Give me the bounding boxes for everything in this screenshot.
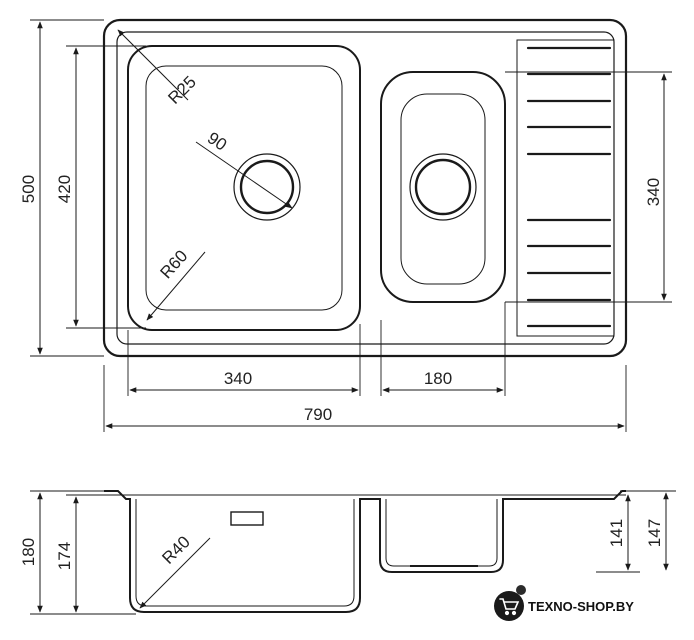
- watermark-text: TEXNO-SHOP.BY: [528, 599, 634, 614]
- leader-r25: [117, 29, 189, 101]
- side-extension-lines: [30, 490, 676, 615]
- main-bowl-inner: [145, 65, 343, 311]
- logo-circle: [494, 591, 524, 621]
- label-180: 180: [424, 369, 452, 388]
- label-420: 420: [55, 175, 74, 203]
- leader-r40: [139, 537, 211, 609]
- side-profile-wall-small: [385, 499, 498, 567]
- main-bowl-outer: [127, 45, 361, 331]
- label-174: 174: [55, 542, 74, 570]
- top-view: 500 420 340 180 790 340 R25 90 R60: [19, 18, 672, 432]
- label-500: 500: [19, 175, 38, 203]
- side-profile-wall-main: [135, 499, 355, 607]
- label-340-main: 340: [224, 369, 252, 388]
- small-bowl-inner: [400, 93, 486, 285]
- cart-icon: [499, 598, 520, 616]
- small-drain-inner: [414, 158, 472, 216]
- label-r25: R25: [164, 72, 199, 107]
- side-view: 180 174 R40 141 147: [19, 490, 676, 615]
- leader-90: [195, 141, 293, 209]
- extension-lines: [30, 19, 672, 432]
- main-drain-outer: [233, 153, 301, 221]
- label-147: 147: [645, 519, 664, 547]
- main-drain-inner: [239, 159, 295, 215]
- side-profile-outer: [104, 490, 626, 613]
- drainboard-outline: [516, 39, 615, 337]
- logo-bubble: [516, 585, 526, 595]
- small-drain-outer: [409, 153, 477, 221]
- label-790: 790: [304, 405, 332, 424]
- drainboard-grooves: [526, 46, 612, 328]
- label-180-side: 180: [19, 538, 38, 566]
- leader-r60: [146, 251, 206, 321]
- sink-outer-outline: [102, 18, 628, 358]
- label-141: 141: [607, 519, 626, 547]
- overflow-slot: [230, 511, 264, 526]
- watermark-logo: TEXNO-SHOP.BY: [494, 585, 634, 621]
- label-r40: R40: [158, 532, 193, 567]
- label-r60: R60: [156, 246, 191, 282]
- small-bowl-outer: [380, 71, 506, 303]
- label-340-small: 340: [644, 178, 663, 206]
